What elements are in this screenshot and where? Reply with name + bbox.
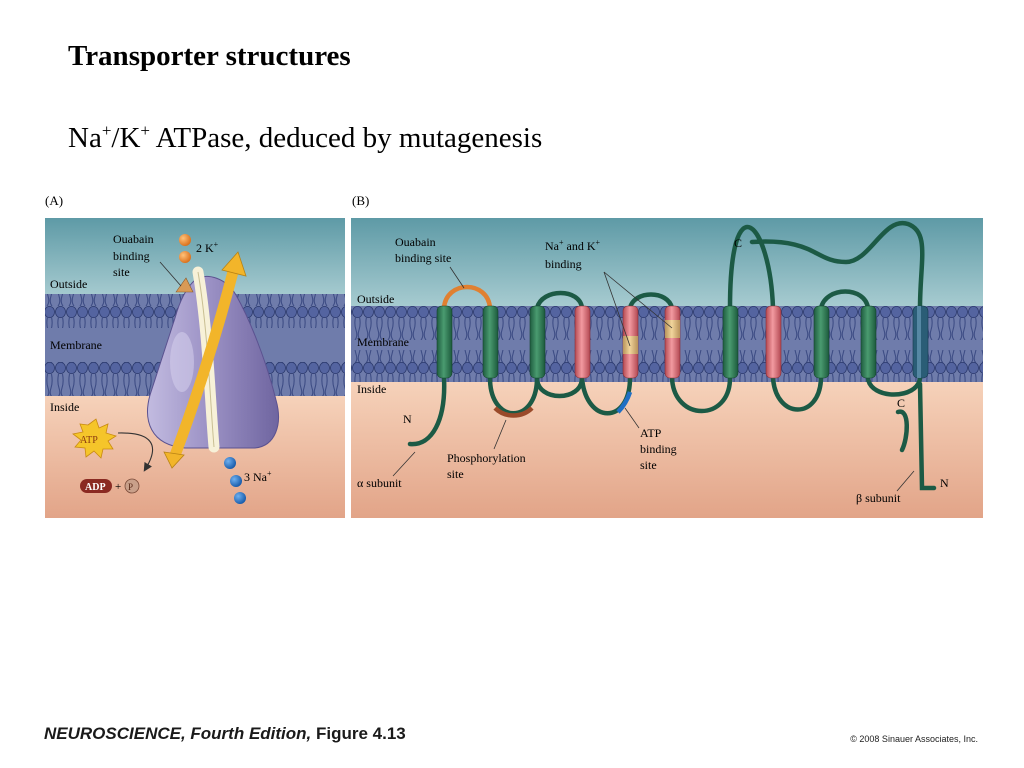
ouabain-label-b: Ouabain binding site (395, 235, 451, 265)
k-ion (179, 234, 191, 246)
slide-subtitle: Na+/K+ ATPase, deduced by mutagenesis (68, 122, 542, 155)
phosphate-icon (124, 478, 140, 494)
subtitle-plus-1: + (101, 121, 112, 140)
copyright-notice: © 2008 Sinauer Associates, Inc. (850, 734, 978, 744)
panel-b-inside (351, 382, 983, 518)
atp-label: ATP (80, 435, 98, 446)
inside-label-a: Inside (50, 400, 79, 414)
k-ion-label: 2 K+ (196, 240, 219, 255)
inside-label-b: Inside (357, 382, 386, 396)
atp-binding-label: ATP binding site (640, 426, 680, 472)
na-ion-label: 3 Na+ (244, 469, 272, 484)
k-ion (179, 251, 191, 263)
transmembrane-helices (436, 305, 877, 379)
svg-text:P: P (128, 482, 133, 492)
outside-label-a: Outside (50, 277, 87, 291)
alpha-subunit-chain (407, 220, 925, 447)
atp-binding-segment (616, 391, 633, 414)
panel-a: 2 K+ 3 Na+ ATP ADP + P Ouabain binding s… (45, 218, 345, 518)
na-transport-arrow (168, 266, 240, 460)
subtitle-na: Na (68, 122, 102, 154)
outside-label-b: Outside (357, 292, 394, 306)
membrane-label-b: Membrane (357, 335, 409, 349)
figure-credit: NEUROSCIENCE, Fourth Edition, Figure 4.1… (44, 724, 406, 743)
panel-b: Ouabain binding site Na+ and K+ binding … (351, 218, 983, 518)
atp-hydrolysis-arrow (117, 432, 154, 472)
c-terminus-label: C (734, 236, 742, 250)
beta-subunit-chain (895, 305, 937, 491)
c-terminus-beta-label: C (897, 396, 905, 410)
na-ion (230, 475, 242, 487)
beta-subunit-label: β subunit (856, 491, 901, 505)
membrane-label-a: Membrane (50, 338, 102, 352)
na-ion (234, 492, 246, 504)
alpha-subunit-label: α subunit (357, 476, 402, 490)
panel-b-outside (351, 218, 983, 308)
slide-title: Transporter structures (68, 40, 351, 72)
n-terminus-label: N (403, 412, 412, 426)
ouabain-binding-loop (441, 284, 493, 311)
svg-text:ADP: ADP (85, 482, 106, 493)
nak-binding-label: Na+ and K+ binding (545, 234, 603, 271)
ouabain-label-a: Ouabain binding site (113, 232, 157, 279)
adp-badge (80, 479, 112, 493)
na-ion (224, 457, 236, 469)
n-terminus-beta-label: N (940, 476, 949, 490)
subtitle-rest: ATPase, deduced by mutagenesis (150, 122, 543, 154)
atp-starburst-icon (72, 418, 117, 459)
svg-text:+: + (115, 481, 121, 493)
panel-a-label: (A) (45, 193, 63, 208)
subtitle-plus-2: + (140, 121, 151, 140)
phosphorylation-label: Phosphorylation site (447, 451, 529, 481)
subtitle-k: /K (111, 122, 141, 154)
panel-b-label: (B) (352, 193, 369, 208)
